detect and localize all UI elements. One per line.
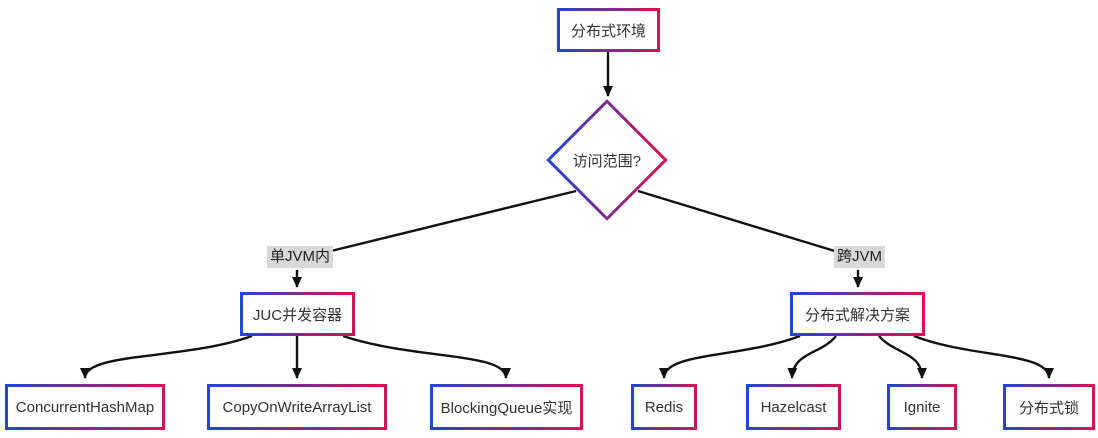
node-copyonwritearraylist: CopyOnWriteArrayList	[207, 384, 387, 430]
edge-distributed-to-hazelcast	[787, 335, 837, 379]
edge-juc-to-blockingqueue	[342, 334, 512, 379]
edge-label-single-jvm: 单JVM内	[267, 246, 334, 268]
node-distributed-lock: 分布式锁	[1003, 384, 1095, 430]
node-ignite: Ignite	[887, 384, 957, 430]
node-redis: Redis	[631, 384, 697, 430]
edge-decision-to-cross-jvm-label	[637, 189, 839, 254]
edge-distributed-to-distributed-lock	[913, 334, 1055, 379]
edge-distributed-to-redis	[658, 334, 801, 379]
node-concurrenthashmap: ConcurrentHashMap	[5, 384, 165, 430]
edge-distributed-to-ignite	[878, 335, 928, 379]
node-juc: JUC并发容器	[240, 292, 355, 336]
node-decision: 访问范围?	[546, 99, 668, 221]
node-blockingqueue: BlockingQueue实现	[430, 384, 583, 430]
edge-decision-to-single-jvm-label	[326, 189, 577, 254]
node-distributed: 分布式解决方案	[790, 292, 925, 336]
edge-juc-to-concurrenthashmap	[79, 334, 253, 379]
edge-label-cross-jvm: 跨JVM	[834, 246, 886, 268]
node-root: 分布式环境	[557, 8, 660, 52]
node-decision-label: 访问范围?	[572, 152, 642, 170]
node-hazelcast: Hazelcast	[746, 384, 841, 430]
